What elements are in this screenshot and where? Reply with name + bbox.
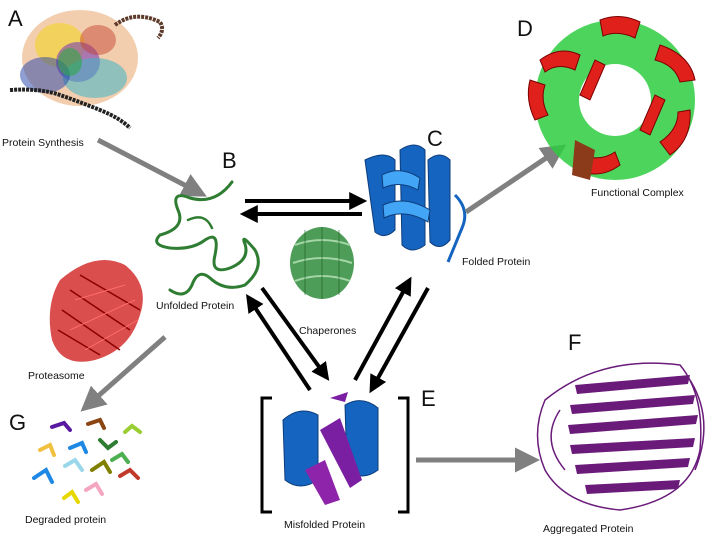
caption-misfolded-protein: Misfolded Protein	[284, 519, 365, 531]
panel-letter-g: G	[9, 410, 26, 436]
misfolded-protein-structure	[283, 392, 378, 505]
caption-unfolded-protein: Unfolded Protein	[156, 300, 234, 312]
arrow-misfolded-to-folded	[355, 283, 408, 380]
caption-protein-synthesis: Protein Synthesis	[2, 137, 84, 149]
chaperones-structure	[290, 227, 354, 299]
proteasome-structure	[50, 260, 143, 362]
panel-letter-f: F	[568, 330, 581, 356]
caption-chaperones: Chaperones	[299, 325, 356, 337]
unfolded-protein-structure	[157, 182, 259, 294]
panel-letter-a: A	[8, 6, 23, 32]
degraded-fragments	[34, 420, 140, 502]
arrow-synthesis-to-unfolded	[98, 140, 198, 192]
aggregated-protein-structure	[538, 363, 704, 510]
caption-degraded-protein: Degraded protein	[25, 514, 106, 526]
protein-synthesis-structure	[10, 10, 162, 128]
panel-letter-c: C	[427, 126, 443, 152]
panel-letter-d: D	[517, 16, 533, 42]
panel-letter-e: E	[421, 386, 436, 412]
caption-functional-complex: Functional Complex	[591, 187, 684, 199]
arrow-folded-to-misfolded	[373, 288, 428, 387]
panel-letter-b: B	[222, 148, 237, 174]
caption-proteasome: Proteasome	[28, 370, 85, 382]
arrow-folded-to-complex	[466, 150, 558, 212]
folded-protein-structure	[365, 145, 465, 262]
caption-folded-protein: Folded Protein	[462, 256, 530, 268]
caption-aggregated-protein: Aggregated Protein	[543, 523, 633, 535]
